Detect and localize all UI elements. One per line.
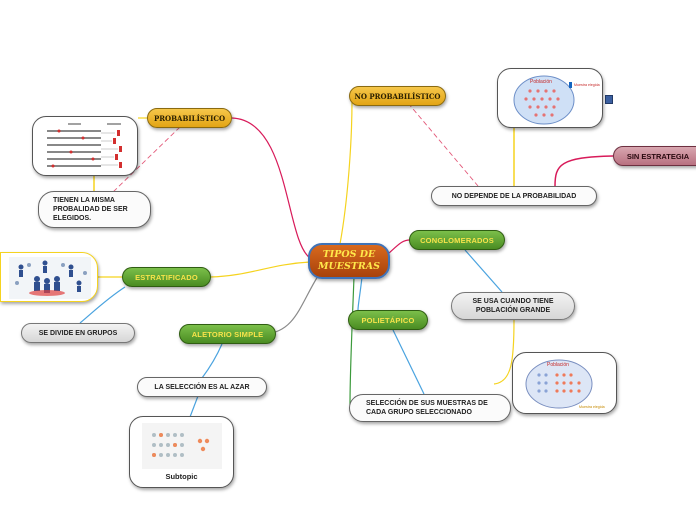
link-conglomerados (387, 239, 411, 255)
seleccion-muestras-text: SELECCIÓN DE SUS MUESTRAS DE CADA GRUPO … (366, 400, 488, 416)
probabilistico-image[interactable] (32, 116, 138, 176)
link-dashed-noprob (407, 102, 479, 187)
random-selection-image (142, 423, 222, 469)
link-sin-estrategia (554, 155, 614, 187)
population-ellipse-image: Población Muestra elegida (513, 75, 600, 125)
poblacion-top-label: Población (530, 79, 552, 85)
estratificado-image[interactable] (0, 252, 98, 302)
link-polietapico-seleccion (392, 329, 425, 395)
conglomerados-node[interactable]: CONGLOMERADOS (409, 230, 505, 250)
image-attachment-icon[interactable] (605, 95, 613, 104)
central-topic-line1: TIPOS DE (322, 249, 376, 260)
polietapico-node[interactable]: POLIETÁPICO (348, 310, 428, 330)
link-seusa-image (493, 319, 515, 385)
estratificado-node[interactable]: ESTRATIFICADO (122, 267, 211, 287)
link-estratificado-divide (79, 286, 126, 324)
probabilistico-node[interactable]: PROBABILÍSTICO (147, 108, 232, 128)
no-probabilistico-node[interactable]: NO PROBABILÍSTICO (349, 86, 446, 106)
central-topic[interactable]: TIPOS DE MUESTRAS (308, 243, 390, 279)
muestra-bottom-label: Muestra elegida (579, 405, 605, 409)
se-divide-node[interactable]: SE DIVIDE EN GRUPOS (21, 323, 135, 343)
no-probabilistico-image[interactable]: Población Muestra elegida (497, 68, 603, 128)
link-probabilistico (231, 117, 311, 259)
link-seleccion-subtopic (189, 395, 199, 418)
people-groups-image (9, 257, 91, 299)
link-no-probabilistico (339, 100, 353, 245)
link-aleatorio-seleccion (201, 343, 223, 379)
poblacion-bottom-label: Población (547, 362, 569, 368)
la-seleccion-node[interactable]: LA SELECCIÓN ES AL AZAR (137, 377, 267, 397)
muestra-top-label: Muestra elegida (574, 83, 600, 87)
seleccion-muestras-node[interactable]: SELECCIÓN DE SUS MUESTRAS DE CADA GRUPO … (349, 394, 511, 422)
aleatorio-subtopic-image[interactable]: Subtopic (129, 416, 234, 488)
link-conglomerados-seusa (464, 249, 503, 293)
population-clusters-image: Población Muestra elegida (525, 359, 605, 409)
link-polietapico (357, 276, 363, 311)
central-topic-line2: MUESTRAS (317, 261, 381, 272)
se-usa-cuando-text: SE USA CUANDO TIENE POBLACIÓN GRANDE (472, 298, 554, 314)
tienen-la-misma-node[interactable]: TIENEN LA MISMA PROBALIDAD DE SER ELEGID… (38, 191, 151, 228)
link-estratificado (209, 261, 311, 278)
subtopic-caption: Subtopic (165, 472, 198, 481)
no-depende-node[interactable]: NO DEPENDE DE LA PROBABILIDAD (431, 186, 597, 206)
conglomerados-image[interactable]: Población Muestra elegida (512, 352, 617, 414)
tienen-la-misma-text: TIENEN LA MISMA PROBALIDAD DE SER ELEGID… (53, 197, 128, 222)
population-grid-image (41, 122, 131, 172)
link-aleatorio (264, 275, 319, 335)
sin-estrategia-node[interactable]: SIN ESTRATEGIA (613, 146, 696, 166)
aleatorio-simple-node[interactable]: ALETORIO SIMPLE (179, 324, 276, 344)
se-usa-cuando-node[interactable]: SE USA CUANDO TIENE POBLACIÓN GRANDE (451, 292, 575, 320)
link-polietapico-green (349, 276, 355, 406)
